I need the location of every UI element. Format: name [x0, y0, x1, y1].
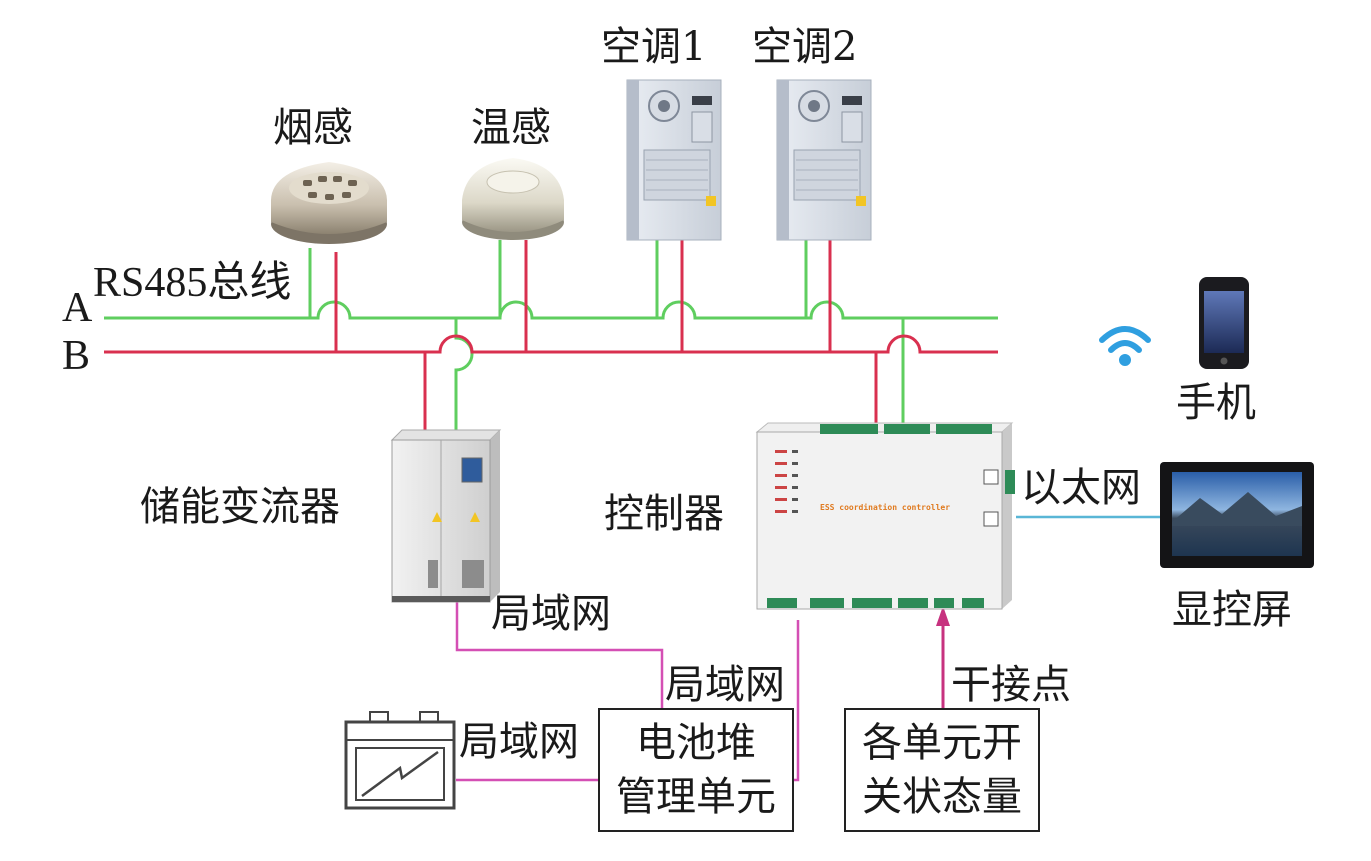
wifi-icon [1099, 326, 1151, 366]
smoke-detector-label: 烟感 [273, 105, 353, 151]
switch-status-box-line-2: 关状态量 [862, 774, 1022, 820]
air-conditioner-2-label: 空调2 [752, 24, 858, 70]
display-screen-label: 显控屏 [1172, 587, 1292, 633]
bms-box: 电池堆 管理单元 [598, 708, 794, 832]
switch-status-box: 各单元开 关状态量 [844, 708, 1040, 832]
bus-a-label: A [62, 285, 93, 331]
pcs-cabinet-icon [390, 429, 502, 603]
temperature-detector-icon [462, 158, 564, 240]
lan-bms-label: 局域网 [665, 662, 785, 708]
temperature-detector-label: 温感 [471, 105, 551, 151]
controller-panel-text: ESS coordination controller [820, 502, 950, 512]
controller-label: 控制器 [604, 491, 724, 537]
pcs-label: 储能变流器 [140, 484, 340, 530]
controller-device-icon: ESS coordination controller [755, 422, 1015, 610]
air-conditioner-2-icon [776, 79, 872, 241]
lan-battery-label: 局域网 [459, 719, 579, 765]
lan-pcs-label: 局域网 [491, 591, 611, 637]
switch-status-box-line-1: 各单元开 [862, 720, 1022, 766]
bms-box-line-1: 电池堆 [636, 720, 756, 766]
bms-box-line-2: 管理单元 [616, 774, 776, 820]
phone-label: 手机 [1176, 380, 1256, 426]
dry-contact-arrow [936, 606, 950, 708]
air-conditioner-1-icon [626, 79, 722, 241]
display-screen-icon [1160, 462, 1314, 568]
bus-b-label: B [62, 333, 91, 379]
battery-icon [344, 711, 456, 810]
smoke-detector-icon [271, 162, 387, 244]
rs485-bus-label: RS485总线 [93, 260, 292, 306]
bus-b-line [104, 240, 998, 440]
dry-contact-label: 干接点 [951, 662, 1071, 708]
phone-icon [1199, 277, 1249, 369]
air-conditioner-1-label: 空调1 [601, 24, 707, 70]
lan-links [455, 600, 800, 782]
ethernet-label: 以太网 [1021, 465, 1141, 511]
